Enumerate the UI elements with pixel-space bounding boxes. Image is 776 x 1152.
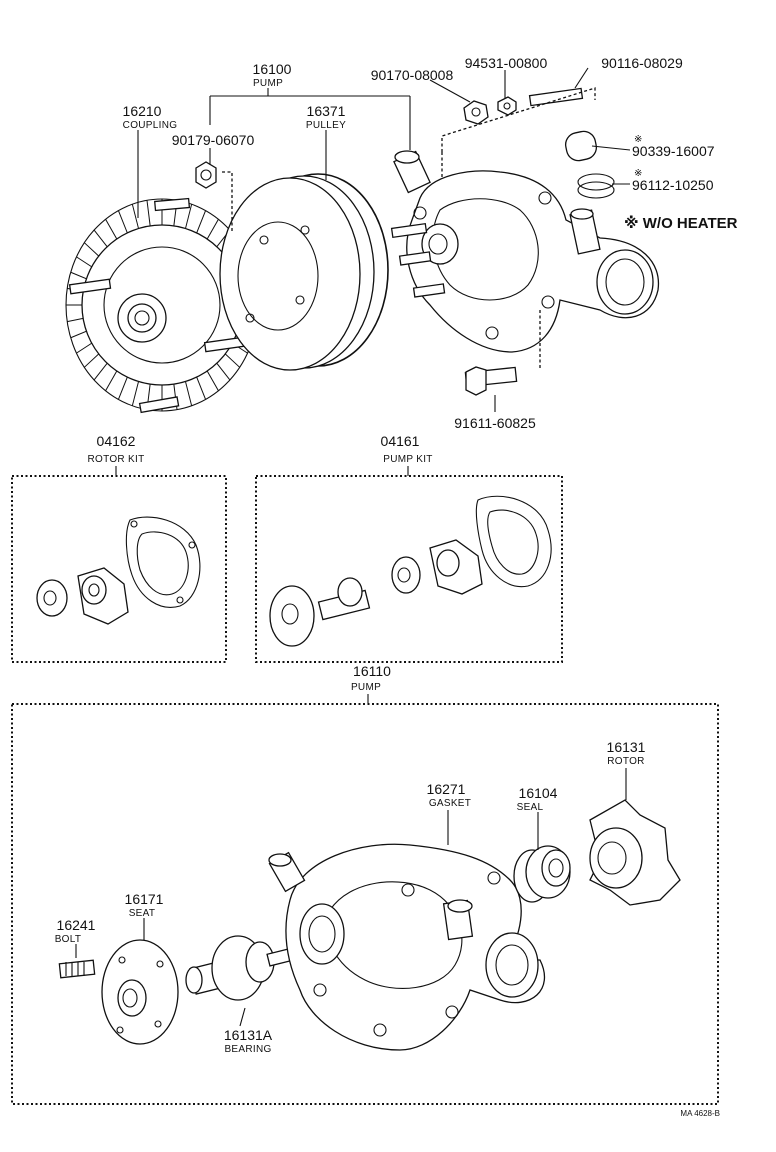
label-part-94531: 94531-00800 [465,55,548,71]
label-part-91611: 91611-60825 [454,415,536,431]
seat-16171-illustration [101,939,179,1045]
label-bearing-number: 16131A [224,1027,273,1043]
label-seat-number: 16171 [125,891,164,907]
label-rotor-number: 16131 [607,739,646,755]
seal-16104-illustration [513,845,571,903]
label-pulley-name: PULLEY [306,120,346,131]
label-part-90339-mark: ※ [634,134,643,145]
label-part-96112-mark: ※ [634,168,643,179]
label-rotor-kit-name: ROTOR KIT [88,454,145,465]
rotor-kit-group: 04162 ROTOR KIT [11,433,227,663]
pump-16110-box [11,703,719,1105]
pump-body-bottom-illustration [268,843,546,1051]
label-part-90116: 90116-08029 [601,55,683,71]
label-coupling-16210: 16210 COUPLING [123,103,178,131]
label-nut-90179: 90179-06070 [172,132,255,148]
label-gasket-number: 16271 [427,781,466,797]
label-pump-16110-name: PUMP [351,682,381,693]
nut-90179-illustration [195,161,233,232]
label-rotor-16131: 16131 ROTOR [607,739,646,767]
pump-top-hardware-illustration [441,87,615,396]
label-rotor-kit-number: 04162 [97,433,136,449]
leader-lines-top [137,67,631,412]
label-coupling-number: 16210 [123,103,162,119]
label-seal-16104: 16104 SEAL [517,785,558,813]
label-pulley-16371: 16371 PULLEY [306,103,346,131]
label-part-90170: 90170-08008 [371,67,454,83]
label-pump-16100-name: PUMP [253,78,283,89]
label-bolt-number: 16241 [57,917,96,933]
label-wo-heater-note: ※ W/O HEATER [624,214,738,232]
rotor-kit-parts [36,516,201,625]
pump-16110-group: 16110 PUMP [11,663,719,1105]
label-bearing-16131a: 16131A BEARING [224,1027,273,1055]
label-pump-16100-number: 16100 [253,61,292,77]
bearing-16131a-illustration [185,935,304,1001]
label-rotor-name: ROTOR [607,756,644,767]
rotor-16131-illustration [589,799,681,906]
pump-body-top-illustration [390,150,660,353]
label-pump-16100: 16100 PUMP [253,61,292,89]
pump-kit-group: 04161 PUMP KIT [255,433,563,663]
label-seat-16171: 16171 SEAT [125,891,164,919]
label-part-90339: 90339-16007 [632,143,715,159]
label-bearing-name: BEARING [224,1044,271,1055]
label-pump-kit-name: PUMP KIT [383,454,432,465]
fan-coupling-illustration [65,197,259,414]
label-bolt-16241: 16241 BOLT [55,917,96,945]
rotor-kit-box [11,475,227,663]
label-pump-16110-number: 16110 [353,663,391,679]
label-part-96112: 96112-10250 [632,177,714,193]
label-coupling-name: COUPLING [123,120,178,131]
pump-kit-box [255,475,563,663]
label-seal-number: 16104 [519,785,558,801]
label-seat-name: SEAT [129,908,156,919]
leader-lines-bottom [75,768,627,1027]
pulley-illustration [219,173,389,371]
label-gasket-name: GASKET [429,798,471,809]
label-seal-name: SEAL [517,802,544,813]
pump-kit-parts [269,495,552,647]
label-pulley-number: 16371 [307,103,346,119]
label-pump-kit-number: 04161 [381,433,420,449]
label-bolt-name: BOLT [55,934,82,945]
label-gasket-16271: 16271 GASKET [427,781,471,809]
bolt-16241-illustration [58,959,96,979]
drawing-code: MA 4628-B [680,1109,720,1118]
